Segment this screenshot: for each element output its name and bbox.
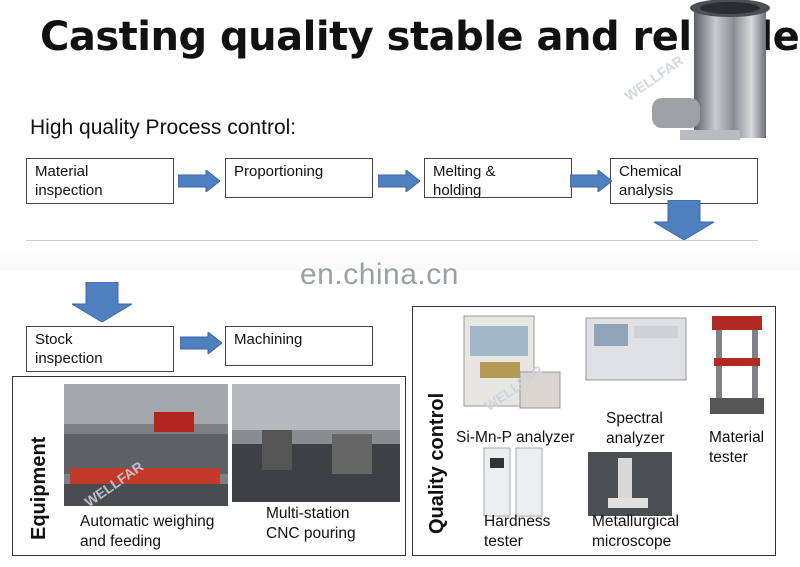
- process-step-proportioning: Proportioning: [225, 158, 373, 198]
- caption-line: CNC pouring: [266, 525, 356, 542]
- quality-control-label: Quality control: [426, 392, 448, 534]
- caption-line: Hardness: [484, 513, 551, 530]
- caption-line: tester: [709, 449, 748, 466]
- process-step-machining: Machining: [225, 326, 373, 366]
- caption-metallurgical-microscope: Metallurgical microscope: [592, 512, 679, 552]
- si-mn-p-analyzer-photo: [460, 312, 564, 412]
- process-step-melting-holding: Melting & holding: [424, 158, 572, 199]
- caption-line: Automatic weighing: [80, 513, 215, 530]
- caption-line: tester: [484, 533, 523, 550]
- caption-line: Material: [709, 429, 765, 446]
- spectral-analyzer-photo: [584, 312, 688, 388]
- caption-si-mn-p-analyzer: Si-Mn-P analyzer: [456, 429, 575, 446]
- process-step-material-inspection: Material inspection: [26, 158, 174, 204]
- cnc-pouring-photo: [232, 384, 400, 502]
- arrow-down-icon: [654, 200, 714, 240]
- weighing-feeding-photo: [64, 384, 228, 506]
- page-title: Casting quality stable and reliable: [40, 14, 800, 60]
- material-tester-photo: [706, 312, 768, 416]
- caption-spectral-analyzer: Spectral analyzer: [606, 409, 665, 449]
- caption-line: microscope: [592, 533, 672, 550]
- caption-automatic-weighing: Automatic weighing and feeding: [80, 512, 214, 552]
- caption-line: Spectral: [606, 410, 663, 427]
- hidden-process-row: [26, 240, 758, 247]
- arrow-right-icon: [570, 170, 612, 192]
- arrow-right-icon: [178, 170, 220, 192]
- cylinder-liner-image: [650, 0, 800, 150]
- hardness-tester-photo: [476, 444, 550, 520]
- watermark-text: en.china.cn: [300, 258, 459, 291]
- caption-line: analyzer: [606, 430, 665, 447]
- caption-hardness-tester: Hardness tester: [484, 512, 550, 552]
- caption-line: Metallurgical: [592, 513, 680, 530]
- arrow-down-icon: [72, 282, 132, 322]
- arrow-right-icon: [180, 332, 222, 354]
- section-subtitle: High quality Process control:: [30, 116, 297, 139]
- process-step-chemical-analysis: Chemical analysis: [610, 158, 758, 204]
- arrow-right-icon: [378, 170, 420, 192]
- process-step-stock-inspection: Stock inspection: [26, 326, 174, 372]
- caption-material-tester: Material tester: [709, 428, 764, 468]
- caption-cnc-pouring: Multi-station CNC pouring: [266, 504, 356, 544]
- caption-line: and feeding: [80, 533, 162, 550]
- equipment-label: Equipment: [28, 436, 50, 540]
- caption-line: Multi-station: [266, 505, 350, 522]
- metallurgical-microscope-photo: [588, 452, 672, 516]
- watermark-band: [0, 243, 800, 271]
